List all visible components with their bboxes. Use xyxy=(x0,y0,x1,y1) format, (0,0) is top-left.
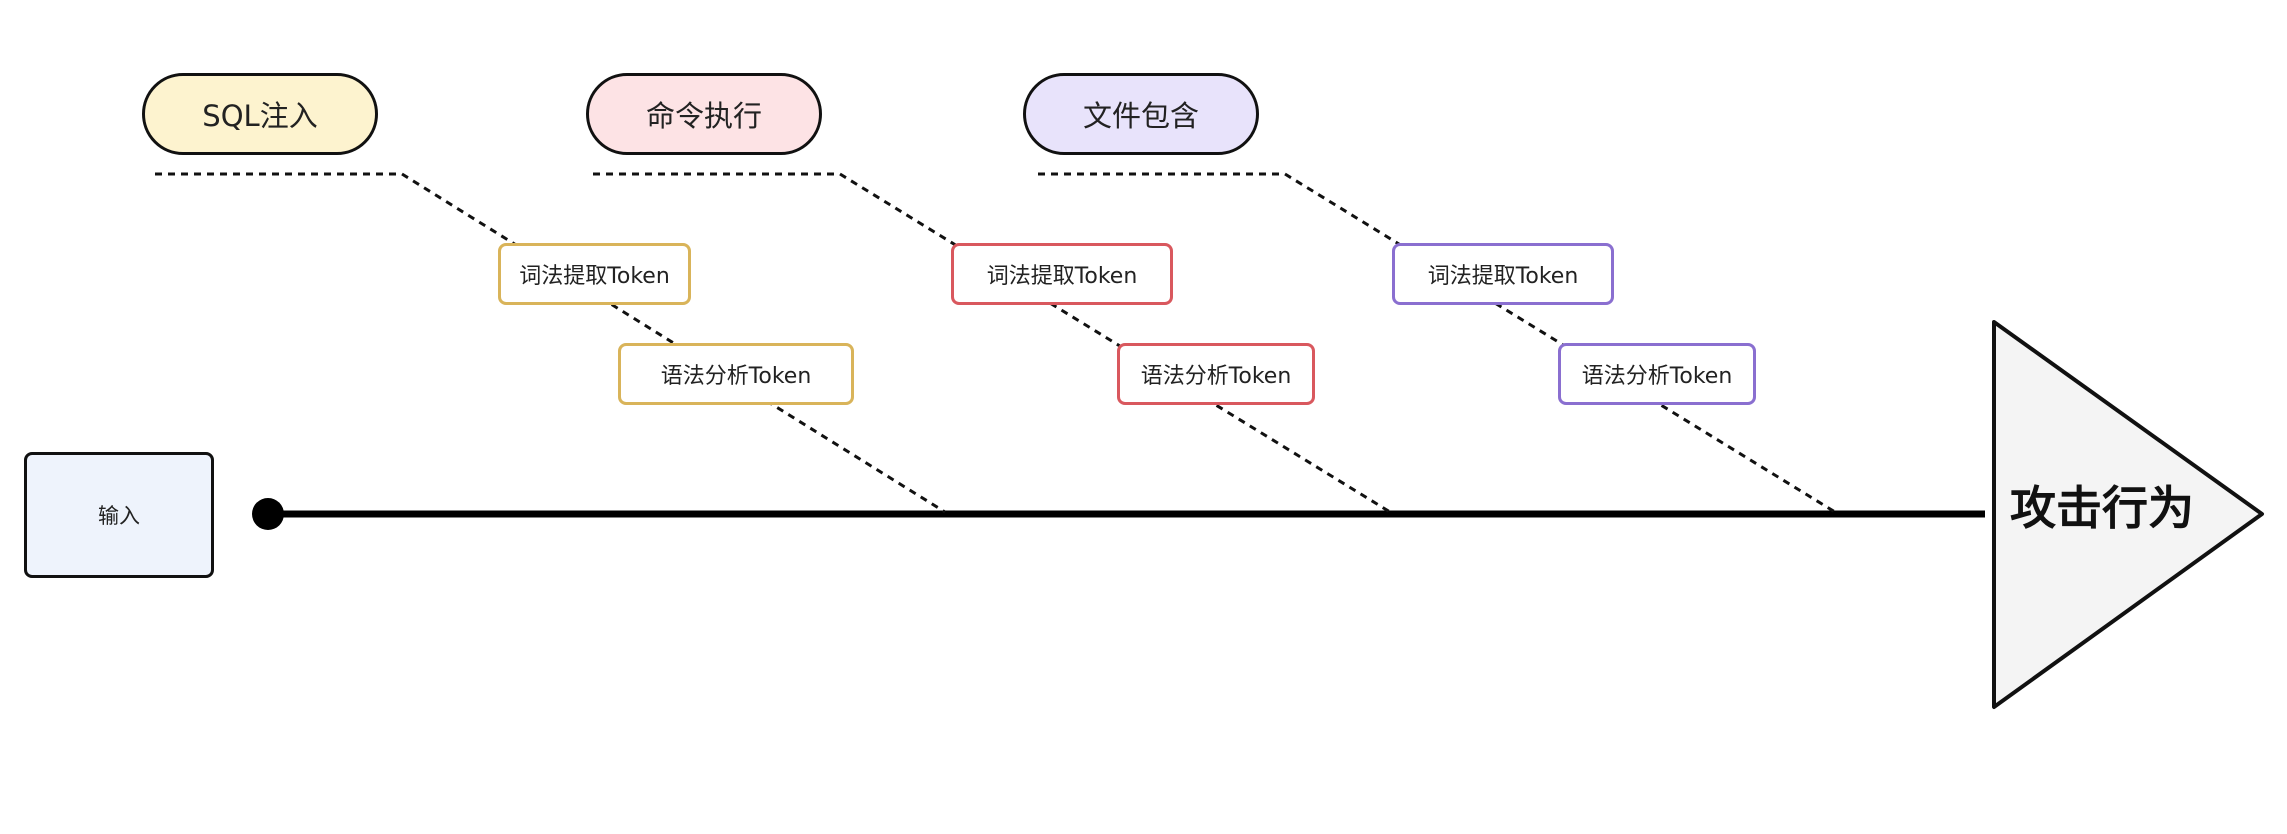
spine-start-dot xyxy=(252,498,284,530)
category-command-execution: 命令执行 xyxy=(586,73,822,155)
cmd-lexical-step: 词法提取Token xyxy=(951,243,1173,305)
result-triangle xyxy=(1992,320,2264,709)
file-lexical-step: 词法提取Token xyxy=(1392,243,1614,305)
sql-syntax-step: 语法分析Token xyxy=(618,343,854,405)
sql-lexical-step: 词法提取Token xyxy=(498,243,691,305)
file-syntax-step: 语法分析Token xyxy=(1558,343,1756,405)
branch-sql xyxy=(155,172,946,514)
cmd-syntax-step: 语法分析Token xyxy=(1117,343,1315,405)
category-sql-injection: SQL注入 xyxy=(142,73,378,155)
category-file-inclusion: 文件包含 xyxy=(1023,73,1259,155)
result-label: 攻击行为 xyxy=(2010,481,2194,535)
input-box: 输入 xyxy=(24,452,214,578)
